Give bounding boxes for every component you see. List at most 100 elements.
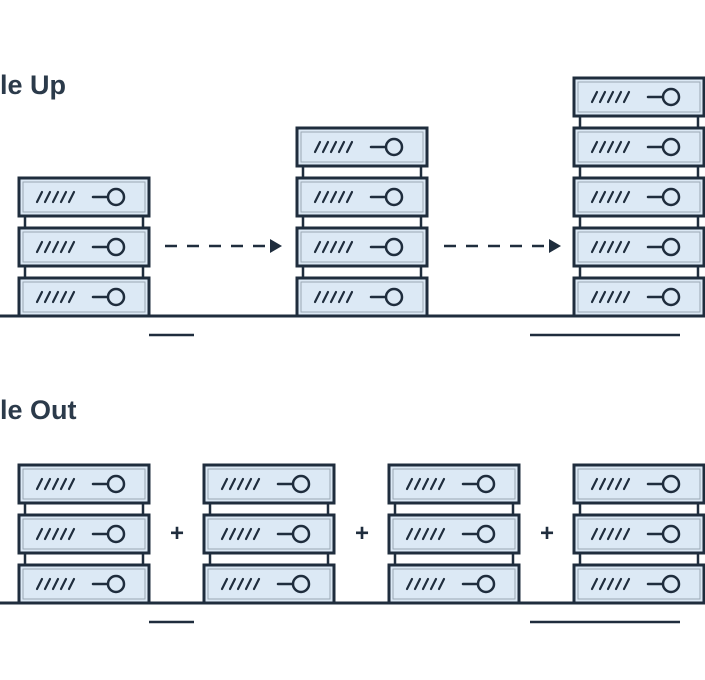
- power-knob-icon: [476, 574, 496, 594]
- server-unit: [17, 563, 151, 605]
- server-unit: [17, 176, 151, 218]
- power-knob-icon: [291, 574, 311, 594]
- power-knob-icon: [106, 474, 126, 494]
- power-knob-icon: [476, 524, 496, 544]
- rack-spacer: [23, 551, 145, 567]
- power-knob-icon: [384, 187, 404, 207]
- server-unit: [572, 76, 705, 118]
- server-unit: [572, 226, 705, 268]
- plus-connector: +: [355, 520, 369, 547]
- vent-slashes: [405, 527, 446, 541]
- server-unit: [572, 276, 705, 318]
- power-knob-icon: [106, 524, 126, 544]
- plus-connector: +: [170, 520, 184, 547]
- rack-spacer: [578, 501, 700, 517]
- vent-slashes: [35, 290, 76, 304]
- vent-slashes: [35, 577, 76, 591]
- rack-spacer: [208, 501, 330, 517]
- server-unit: [202, 463, 336, 505]
- power-knob-icon: [384, 237, 404, 257]
- server-unit: [17, 226, 151, 268]
- vent-slashes: [35, 240, 76, 254]
- scale-out-stack-1: [17, 463, 151, 605]
- vent-slashes: [313, 290, 354, 304]
- server-unit: [17, 276, 151, 318]
- scale-out-title: le Out: [0, 395, 77, 425]
- scale-out-diagram: + + +: [0, 463, 705, 624]
- power-knob-icon: [661, 237, 681, 257]
- rack-spacer: [578, 114, 700, 130]
- power-knob-icon: [661, 524, 681, 544]
- vent-slashes: [220, 527, 261, 541]
- power-knob-icon: [384, 287, 404, 307]
- server-unit: [572, 513, 705, 555]
- rack-spacer: [578, 264, 700, 280]
- server-unit: [387, 563, 521, 605]
- server-unit: [295, 226, 429, 268]
- power-knob-icon: [384, 137, 404, 157]
- server-unit: [295, 276, 429, 318]
- power-knob-icon: [476, 474, 496, 494]
- power-knob-icon: [661, 187, 681, 207]
- server-unit: [572, 463, 705, 505]
- power-knob-icon: [661, 474, 681, 494]
- vent-slashes: [35, 527, 76, 541]
- power-knob-icon: [106, 287, 126, 307]
- scale-arrow: [444, 239, 561, 253]
- rack-spacer: [301, 164, 423, 180]
- rack-spacer: [393, 501, 515, 517]
- power-knob-icon: [661, 137, 681, 157]
- power-knob-icon: [291, 474, 311, 494]
- server-unit: [387, 513, 521, 555]
- vent-slashes: [405, 577, 446, 591]
- vent-slashes: [590, 290, 631, 304]
- scale-up-stack-2: [295, 126, 429, 318]
- vent-slashes: [590, 190, 631, 204]
- server-unit: [202, 513, 336, 555]
- power-knob-icon: [661, 287, 681, 307]
- server-unit: [17, 463, 151, 505]
- rack-spacer: [208, 551, 330, 567]
- server-unit: [572, 563, 705, 605]
- scale-out-stack-4: [572, 463, 705, 605]
- server-unit: [295, 126, 429, 168]
- server-unit: [572, 126, 705, 168]
- scale-up-title: le Up: [0, 70, 67, 100]
- vent-slashes: [220, 477, 261, 491]
- server-unit: [572, 176, 705, 218]
- vent-slashes: [405, 477, 446, 491]
- vent-slashes: [35, 477, 76, 491]
- vent-slashes: [590, 477, 631, 491]
- vent-slashes: [313, 190, 354, 204]
- scale-up-stack-3: [572, 76, 705, 318]
- server-unit: [202, 563, 336, 605]
- scale-out-stack-2: [202, 463, 336, 605]
- server-unit: [17, 513, 151, 555]
- rack-spacer: [23, 264, 145, 280]
- power-knob-icon: [661, 87, 681, 107]
- power-knob-icon: [106, 574, 126, 594]
- vent-slashes: [313, 140, 354, 154]
- vent-slashes: [313, 240, 354, 254]
- vent-slashes: [590, 527, 631, 541]
- server-unit: [295, 176, 429, 218]
- plus-connector: +: [540, 520, 554, 547]
- scale-up-diagram: [0, 76, 705, 337]
- rack-spacer: [578, 214, 700, 230]
- power-knob-icon: [291, 524, 311, 544]
- server-unit: [387, 463, 521, 505]
- scale-up-stack-1: [17, 176, 151, 318]
- vent-slashes: [590, 90, 631, 104]
- rack-spacer: [23, 501, 145, 517]
- vent-slashes: [590, 577, 631, 591]
- rack-spacer: [23, 214, 145, 230]
- rack-spacer: [578, 551, 700, 567]
- power-knob-icon: [661, 574, 681, 594]
- vent-slashes: [35, 190, 76, 204]
- rack-spacer: [301, 214, 423, 230]
- vent-slashes: [220, 577, 261, 591]
- scale-arrow: [165, 239, 282, 253]
- rack-spacer: [578, 164, 700, 180]
- power-knob-icon: [106, 187, 126, 207]
